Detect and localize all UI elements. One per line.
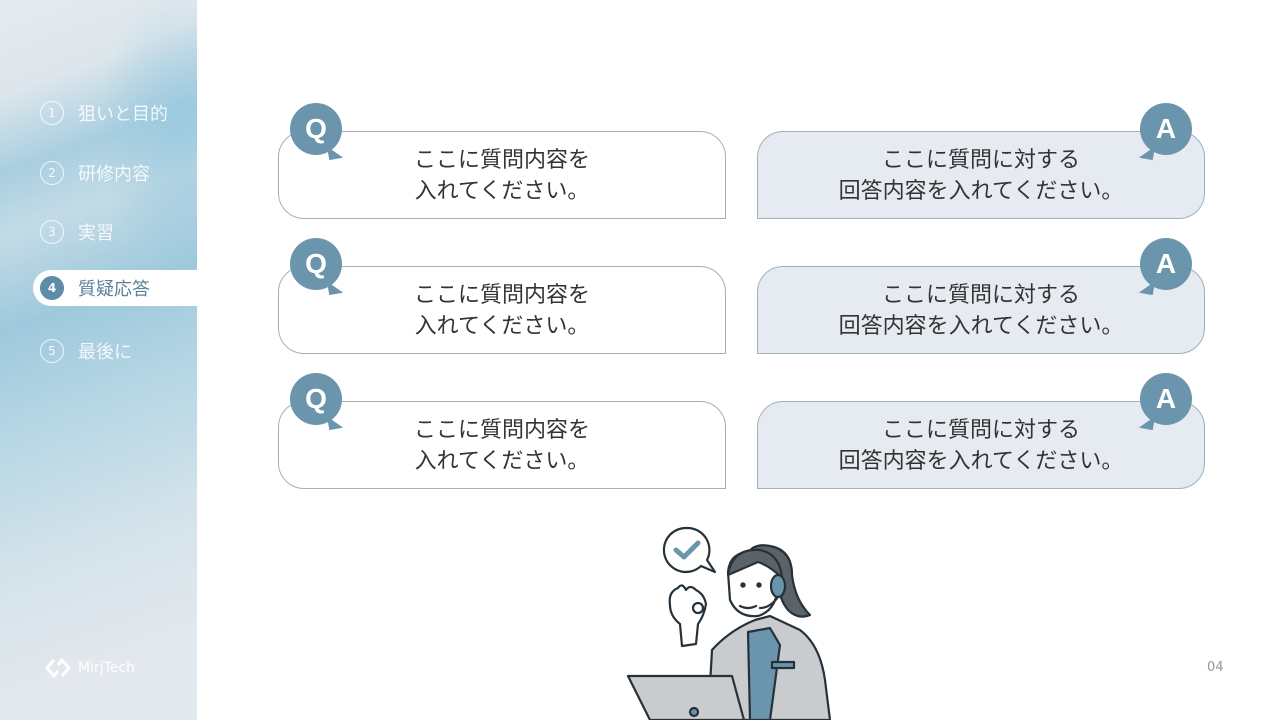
sidebar-item-label: 狙いと目的 [78,104,168,125]
question-box: ここに質問内容を 入れてください。 [278,401,726,489]
sidebar [0,0,197,720]
sidebar-item-closing[interactable]: 5 最後に [33,333,197,369]
q-badge-label: Q [305,383,327,414]
a-badge-label: A [1155,383,1177,414]
nav-number-badge: 4 [40,276,64,300]
answer-box: ここに質問に対する 回答内容を入れてください。 [757,401,1205,489]
sidebar-item-aims[interactable]: 1 狙いと目的 [33,95,197,131]
q-badge-label: Q [305,113,327,144]
answer-text: ここに質問に対する 回答内容を入れてください。 [838,283,1124,339]
sidebar-item-label: 最後に [78,342,132,363]
answer-text: ここに質問に対する 回答内容を入れてください。 [838,148,1124,204]
nav-number-badge: 5 [40,339,64,363]
nav-number-badge: 3 [40,220,64,244]
page-number: 04 [1207,660,1224,675]
question-box: ここに質問内容を 入れてください。 [278,131,726,219]
a-badge-icon: A [1140,103,1192,155]
nav-number-badge: 2 [40,161,64,185]
a-badge-label: A [1155,248,1177,279]
nav-number-badge: 1 [40,101,64,125]
sidebar-item-label: 質疑応答 [78,279,150,300]
answer-text: ここに質問に対する 回答内容を入れてください。 [838,418,1124,474]
question-text: ここに質問内容を 入れてください。 [413,283,590,339]
question-box: ここに質問内容を 入れてください。 [278,266,726,354]
sidebar-item-label: 研修内容 [78,164,150,185]
sidebar-item-practice[interactable]: 3 実習 [33,214,197,250]
mirjtech-logo-icon [45,658,71,678]
answer-box: ここに質問に対する 回答内容を入れてください。 [757,131,1205,219]
checkmark-speech-bubble-icon [662,526,717,574]
a-badge-icon: A [1140,373,1192,425]
sidebar-item-qa[interactable]: 4 質疑応答 [33,270,197,306]
brand-logo: MirjTech [44,657,135,679]
answer-box: ここに質問に対する 回答内容を入れてください。 [757,266,1205,354]
sidebar-item-label: 実習 [78,223,114,244]
question-text: ここに質問内容を 入れてください。 [413,418,590,474]
q-badge-icon: Q [290,373,342,425]
logo-text: MirjTech [78,660,135,676]
a-badge-label: A [1155,113,1177,144]
sidebar-item-training-content[interactable]: 2 研修内容 [33,155,197,191]
question-text: ここに質問内容を 入れてください。 [413,148,590,204]
q-badge-icon: Q [290,238,342,290]
support-operator-illustration [626,526,832,720]
q-badge-icon: Q [290,103,342,155]
q-badge-label: Q [305,248,327,279]
a-badge-icon: A [1140,238,1192,290]
